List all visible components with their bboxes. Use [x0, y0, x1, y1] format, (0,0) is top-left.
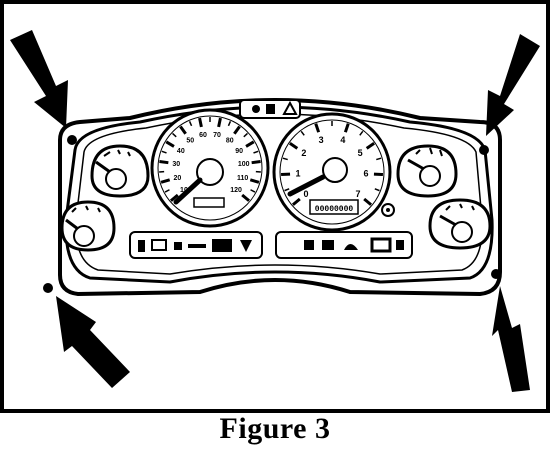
tachometer-tick: [300, 130, 305, 136]
speedometer-label: 60: [199, 132, 207, 139]
tachometer-tick: [365, 142, 375, 150]
tachometer-label: 0: [303, 189, 308, 199]
tachometer-tick: [359, 130, 364, 136]
tachometer-tick: [363, 197, 373, 206]
tachometer-needle: [287, 174, 326, 197]
speedometer-tick: [169, 193, 179, 202]
tachometer-tick: [376, 157, 382, 161]
warning-light-panel-right: [275, 231, 413, 259]
indicator-icon-left: [252, 105, 260, 113]
tachometer-label: 7: [356, 189, 361, 199]
tachometer-label: 1: [296, 169, 301, 179]
gauge-upper-left: [90, 144, 150, 198]
mounting-screw-top-left: [67, 135, 77, 145]
speedometer-tick: [243, 132, 248, 138]
speedometer-tick: [245, 140, 255, 148]
tachometer-tick: [291, 197, 301, 206]
gauge-upper-right: [396, 144, 458, 198]
speedometer-label: 70: [213, 132, 221, 139]
speedometer-label: 120: [230, 187, 242, 194]
indicator-icon-right: [282, 100, 298, 115]
speedometer-tick: [198, 117, 203, 128]
callout-arrow-top-left: [10, 30, 68, 128]
speedometer-tick: [164, 189, 170, 193]
speedometer-label: 30: [172, 161, 180, 168]
tachometer-label: 2: [301, 148, 306, 158]
mounting-screw-top-right: [479, 145, 489, 155]
tachometer-label: 3: [319, 135, 324, 145]
tachometer-tick: [284, 188, 290, 192]
indicator-icon-center: [266, 104, 275, 114]
figure-caption: Figure 3: [219, 412, 331, 445]
tachometer-tick: [343, 123, 350, 133]
trip-odometer-window: [193, 197, 225, 208]
tachometer-tick: [282, 157, 288, 161]
speedometer-label: 10: [180, 187, 188, 194]
speedometer-tick: [250, 189, 256, 193]
speedometer-label: 100: [238, 161, 250, 168]
speedometer-label: 40: [177, 148, 185, 155]
speedometer-label: 80: [226, 138, 234, 145]
speedometer-tick: [227, 120, 232, 127]
speedometer-tick: [172, 132, 177, 138]
speedometer-tick: [165, 140, 175, 148]
tachometer-tick: [374, 188, 380, 192]
speedometer-tick: [233, 125, 241, 135]
speedometer-tick: [188, 120, 193, 127]
speedometer-label: 50: [186, 138, 194, 145]
tachometer-tick: [289, 142, 299, 150]
gauge-lower-right: [428, 198, 492, 250]
callout-arrow-bottom-left: [56, 296, 130, 388]
speedometer-label: 20: [173, 175, 181, 182]
speedometer-label: 90: [235, 148, 243, 155]
speedometer-tick: [251, 160, 261, 165]
speedometer-needle: [173, 177, 203, 205]
speedometer-tick: [217, 117, 222, 128]
speedometer-tick: [159, 160, 169, 165]
speedometer-tick: [161, 150, 167, 154]
speedometer-tick: [249, 178, 260, 184]
mounting-screw-bottom-left: [43, 283, 53, 293]
tachometer-scale-labels: 01 2 3 4 5 67: [296, 135, 369, 199]
callout-arrow-bottom-right: [492, 286, 530, 392]
speedometer-hub: [196, 158, 224, 186]
tachometer-label: 4: [340, 135, 345, 145]
speedometer-tick: [179, 125, 187, 135]
mounting-screw-bottom-right: [491, 269, 501, 279]
speedometer-label: 110: [237, 175, 248, 182]
tachometer-hub: [322, 157, 348, 183]
speedometer-tick: [160, 178, 171, 184]
odometer-readout: 00000000: [315, 205, 354, 214]
tachometer-label: 5: [358, 148, 363, 158]
tachometer: 01 2 3 4 5 67 00000000: [272, 112, 395, 232]
speedometer-tick-marks: [159, 117, 261, 202]
tachometer-label: 6: [363, 169, 368, 179]
speedometer-tick: [253, 150, 259, 154]
tachometer-tick: [314, 123, 321, 133]
callout-arrow-top-right: [486, 34, 540, 136]
warning-light-panel-left: [129, 231, 263, 259]
tachometer-tick-marks: [280, 121, 384, 206]
odometer-window: [309, 199, 359, 215]
gauge-lower-left: [60, 200, 116, 252]
speedometer-tick: [241, 193, 251, 202]
